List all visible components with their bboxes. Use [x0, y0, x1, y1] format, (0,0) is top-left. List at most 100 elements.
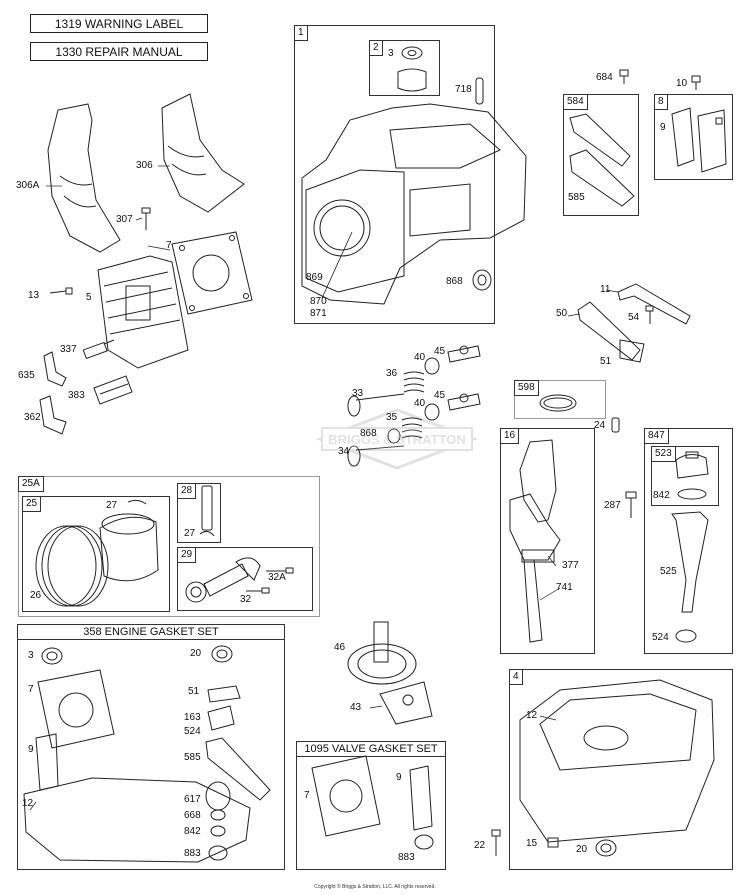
gasket-set-head-gasket-7[interactable]	[37, 669, 115, 749]
callout-668[interactable]: 668	[184, 810, 201, 821]
callout-883[interactable]: 883	[184, 848, 201, 859]
callout-585[interactable]: 585	[568, 192, 585, 203]
bolt-287[interactable]	[625, 491, 637, 518]
bolt-22[interactable]	[491, 829, 501, 856]
callout-7c[interactable]: 7	[304, 790, 310, 801]
seal-20b[interactable]	[595, 839, 617, 857]
screw-54[interactable]	[645, 305, 654, 324]
callout-51b[interactable]: 51	[188, 686, 200, 697]
valve-seal-868[interactable]	[387, 428, 401, 444]
callout-684[interactable]: 684	[596, 72, 613, 83]
plug-15[interactable]	[547, 837, 559, 848]
seal-883b[interactable]	[414, 834, 434, 850]
callout-869[interactable]: 869	[306, 272, 323, 283]
callout-868b[interactable]: 868	[360, 428, 377, 439]
heat-shield-306[interactable]	[161, 93, 245, 213]
retaining-ring-27b[interactable]	[199, 530, 215, 537]
kit-repair-manual[interactable]: 1330 REPAIR MANUAL	[30, 42, 208, 61]
cylinder-head[interactable]	[97, 255, 189, 369]
callout-24[interactable]: 24	[594, 420, 606, 431]
callout-12b[interactable]: 12	[526, 710, 538, 721]
elbow-fitting-362[interactable]	[39, 395, 67, 435]
callout-883b[interactable]: 883	[398, 852, 415, 863]
breather-cover[interactable]	[569, 113, 635, 207]
callout-525[interactable]: 525	[660, 566, 677, 577]
dowel-pin-718[interactable]	[475, 77, 484, 105]
engine-gasket-set-title[interactable]: 358 ENGINE GASKET SET	[18, 625, 284, 640]
dipstick-cap[interactable]	[675, 451, 709, 479]
callout-22[interactable]: 22	[474, 840, 486, 851]
callout-306[interactable]: 306	[136, 160, 153, 171]
elbow-fitting-635[interactable]	[43, 351, 67, 387]
bolt-684[interactable]	[619, 69, 629, 84]
retaining-ring-27a[interactable]	[127, 499, 147, 505]
seal-3[interactable]	[41, 647, 63, 665]
callout-13[interactable]: 13	[28, 290, 40, 301]
callout-50[interactable]: 50	[556, 308, 568, 319]
intake-valve-34[interactable]	[347, 445, 405, 467]
callout-870[interactable]: 870	[310, 296, 327, 307]
callout-45[interactable]: 45	[434, 346, 446, 357]
rod-bolt-32A[interactable]	[266, 567, 294, 574]
cylinder-block[interactable]	[301, 103, 527, 305]
callout-842b[interactable]: 842	[184, 826, 201, 837]
gasket-585[interactable]	[205, 737, 271, 801]
callout-32A[interactable]: 32A	[268, 572, 286, 583]
bolt-307[interactable]	[141, 207, 151, 230]
callout-12[interactable]: 12	[22, 798, 34, 809]
callout-40[interactable]: 40	[414, 352, 426, 363]
valve-spring-retainer-40a[interactable]	[424, 357, 440, 375]
valve-spring-36[interactable]	[403, 371, 425, 393]
callout-10[interactable]: 10	[676, 78, 688, 89]
callout-362[interactable]: 362	[24, 412, 41, 423]
callout-33[interactable]: 33	[352, 388, 364, 399]
o-ring-842b[interactable]	[210, 825, 226, 837]
seal-883a[interactable]	[208, 845, 228, 861]
callout-32[interactable]: 32	[240, 594, 252, 605]
callout-337[interactable]: 337	[60, 344, 77, 355]
engine-sump[interactable]	[519, 679, 715, 843]
callout-7b[interactable]: 7	[28, 684, 34, 695]
bearing[interactable]	[397, 46, 427, 92]
crankshaft[interactable]	[509, 439, 561, 643]
dipstick-tube-50[interactable]	[577, 301, 645, 363]
callout-635[interactable]: 635	[18, 370, 35, 381]
callout-36[interactable]: 36	[386, 368, 398, 379]
seal-20a[interactable]	[211, 645, 233, 663]
piston[interactable]	[99, 513, 159, 582]
rocker-cover-gasket[interactable]	[671, 107, 695, 167]
bolt-13[interactable]	[49, 287, 73, 295]
callout-718[interactable]: 718	[455, 84, 472, 95]
heat-shield-306A[interactable]	[47, 103, 121, 253]
callout-524b[interactable]: 524	[184, 726, 201, 737]
callout-163[interactable]: 163	[184, 712, 201, 723]
callout-9b[interactable]: 9	[28, 744, 34, 755]
callout-5[interactable]: 5	[86, 292, 92, 303]
callout-383[interactable]: 383	[68, 390, 85, 401]
callout-524[interactable]: 524	[652, 632, 669, 643]
rod-bolt-32[interactable]	[246, 587, 270, 594]
callout-20[interactable]: 20	[190, 648, 202, 659]
seal-668[interactable]	[210, 809, 226, 821]
exhaust-valve-33[interactable]	[347, 393, 405, 417]
governor-assembly[interactable]	[379, 681, 433, 725]
valve-spring-retainer-40b[interactable]	[424, 403, 440, 421]
rocker-arm-45b[interactable]	[447, 393, 481, 411]
callout-741[interactable]: 741	[556, 582, 573, 593]
callout-307[interactable]: 307	[116, 214, 133, 225]
dipstick-tube-11[interactable]	[617, 283, 691, 325]
callout-7[interactable]: 7	[166, 240, 172, 251]
callout-3b[interactable]: 3	[28, 650, 34, 661]
breather-tube-383[interactable]	[93, 375, 133, 405]
spark-plug[interactable]	[82, 339, 115, 360]
callout-27b[interactable]: 27	[184, 528, 196, 539]
callout-15[interactable]: 15	[526, 838, 538, 849]
valve-gasket-set-title[interactable]: 1095 VALVE GASKET SET	[297, 742, 445, 757]
rocker-cover[interactable]	[697, 109, 727, 173]
piston-rings-26[interactable]	[35, 525, 109, 607]
o-ring-842[interactable]	[677, 488, 707, 500]
connecting-rod[interactable]	[185, 557, 261, 603]
o-ring-617[interactable]	[205, 781, 231, 811]
callout-9[interactable]: 9	[660, 122, 666, 133]
valve-spring-35[interactable]	[401, 417, 423, 439]
